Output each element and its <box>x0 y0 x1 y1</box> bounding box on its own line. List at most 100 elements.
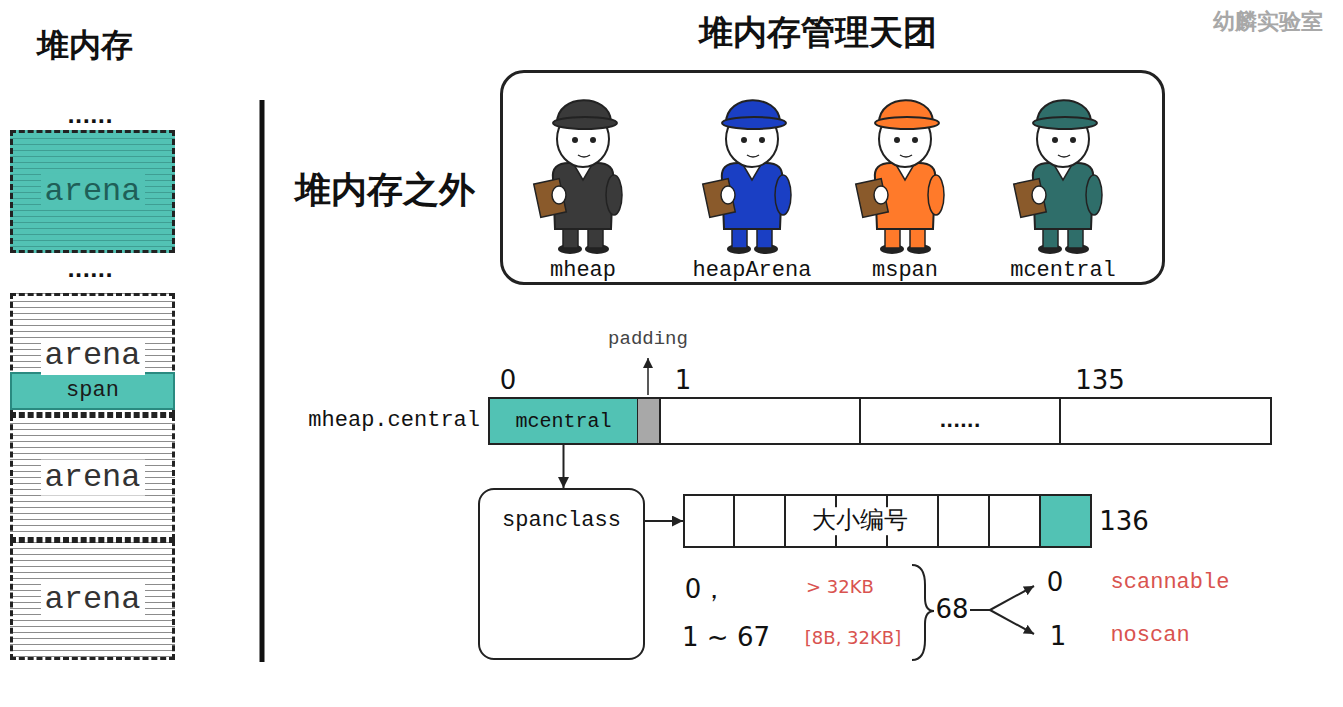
spanclass-array: 大小编号 <box>683 494 1092 548</box>
layout-shape <box>722 163 782 229</box>
layout-shape <box>1039 494 1041 548</box>
index-number: 0， <box>685 575 728 605</box>
flag-number: 1 <box>1050 622 1067 652</box>
flag-name: scannable <box>1111 570 1230 595</box>
layout-shape <box>606 175 622 215</box>
array-dividers <box>734 494 1040 548</box>
node-text: 堆内存管理天团 <box>699 13 937 52</box>
index-number: 0 <box>500 366 517 396</box>
node-text: arena <box>40 173 144 210</box>
fork-arrow <box>990 610 1034 634</box>
size-range: > 32KB <box>806 577 874 598</box>
layout-shape <box>856 179 889 218</box>
layout-shape <box>759 137 765 143</box>
mascot-card: mcentral <box>993 83 1133 283</box>
mascot-figure <box>835 83 975 255</box>
arena-block: arena <box>10 130 175 253</box>
mascot-figure <box>993 83 1133 255</box>
layout-shape <box>988 494 990 548</box>
node-text: arena <box>40 338 144 375</box>
ellipsis: ...... <box>67 259 113 282</box>
layout-shape <box>937 494 939 548</box>
node-text: 大小编号 <box>808 507 912 535</box>
layout-shape <box>1086 175 1102 215</box>
layout-shape <box>534 179 567 218</box>
layout-shape <box>590 137 596 143</box>
span-band: span <box>10 372 175 410</box>
flag-name: noscan <box>1110 623 1189 648</box>
layout-shape <box>875 163 935 229</box>
node-text: arena <box>40 582 144 619</box>
layout-shape <box>722 117 786 129</box>
fork-arrow <box>990 586 1034 610</box>
mascot-card: heapArena <box>682 83 822 283</box>
layout-shape <box>894 137 900 143</box>
flow-arrow <box>563 443 565 488</box>
array-cell: ...... <box>860 399 1060 443</box>
mascot-card: mheap <box>513 83 653 283</box>
layout-shape <box>553 117 617 129</box>
node-text: mcentral <box>515 410 611 433</box>
size-range: [8B, 32KB] <box>805 628 901 649</box>
node-text: ...... <box>939 411 980 432</box>
layout-shape <box>721 186 735 204</box>
last-cell <box>1040 494 1092 548</box>
layout-shape <box>912 137 918 143</box>
layout-shape <box>741 137 747 143</box>
layout-shape <box>578 155 590 157</box>
spanclass-box: spanclass <box>478 488 645 660</box>
index-number: 135 <box>1075 366 1125 396</box>
index-number: 1 <box>675 366 692 396</box>
layout-shape <box>1059 397 1061 445</box>
callout-label: padding <box>608 329 688 351</box>
flag-number: 0 <box>1047 568 1064 598</box>
layout-shape <box>859 397 861 445</box>
layout-shape <box>784 494 786 548</box>
layout-shape <box>874 186 888 204</box>
padding-cell <box>637 398 660 444</box>
layout-shape <box>703 179 736 218</box>
layout-shape <box>1070 137 1076 143</box>
array-dividers <box>637 397 1060 445</box>
layout-shape <box>875 117 939 129</box>
team-panel: 堆内存管理天团mheapheapArenamspanmcentral <box>500 70 1165 285</box>
node-text: mheap.central <box>308 408 480 433</box>
layout-shape <box>747 155 759 157</box>
node-text: arena <box>40 459 144 496</box>
section-heading: 堆内存 <box>37 27 133 64</box>
mascot-figure <box>513 83 653 255</box>
layout-shape <box>1032 186 1046 204</box>
brace <box>912 565 934 660</box>
array-cell: mcentral <box>490 399 637 443</box>
layout-shape <box>900 155 912 157</box>
layout-shape <box>1033 163 1093 229</box>
index-range: 1 ~ 67 <box>682 623 770 653</box>
arena-block: arena <box>10 415 175 540</box>
layout-shape <box>552 186 566 204</box>
ellipsis: ...... <box>67 105 113 128</box>
mascot-figure <box>682 83 822 255</box>
layout-shape <box>1052 137 1058 143</box>
watermark: 幼麟实验室 <box>1213 9 1323 34</box>
section-heading: 堆内存之外 <box>295 169 475 210</box>
mascot-card: mspan <box>835 83 975 283</box>
layout-shape <box>659 397 661 445</box>
layout-shape <box>572 137 578 143</box>
node-text: mcentral <box>1010 258 1116 283</box>
divider-line <box>260 100 265 662</box>
layout-shape <box>928 175 944 215</box>
node-text: span <box>66 378 119 403</box>
node-text: heapArena <box>693 258 812 283</box>
layout-shape <box>775 175 791 215</box>
node-text: spanclass <box>502 508 621 533</box>
flow-arrow <box>645 520 683 522</box>
index-number: 136 <box>1099 507 1149 537</box>
node-text: mheap <box>550 258 616 283</box>
node-text: mspan <box>872 258 938 283</box>
layout-shape <box>733 494 735 548</box>
count-number: 68 <box>935 595 968 625</box>
layout-shape <box>1014 179 1047 218</box>
padding-pointer <box>647 358 649 395</box>
layout-shape <box>1033 117 1097 129</box>
arena-block: arena span <box>10 293 175 415</box>
